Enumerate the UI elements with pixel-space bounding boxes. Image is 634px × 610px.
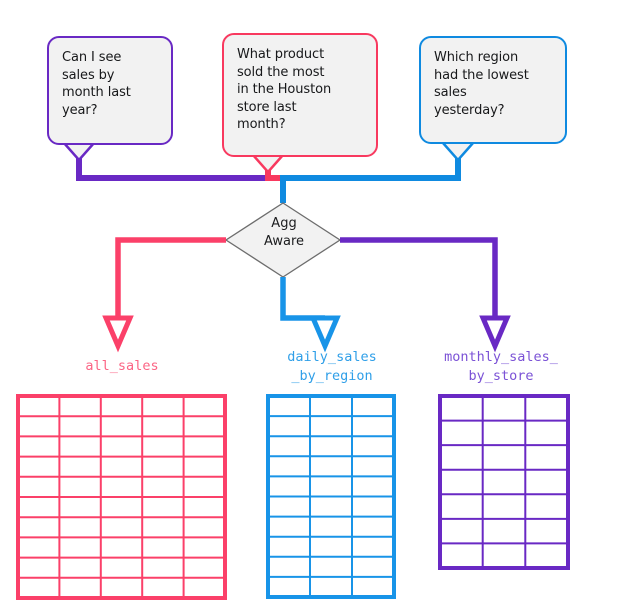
- bubble-tail-region-icon: [442, 142, 474, 162]
- table-gridlines: [268, 396, 394, 597]
- question-bubble-region[interactable]: Which region had the lowest sales yester…: [419, 36, 567, 144]
- table-label-all-sales: all_sales: [85, 358, 159, 374]
- edge-decision-to-daily-sales: [280, 277, 325, 321]
- table-gridlines: [18, 396, 225, 598]
- edge-group-to-tables: [102, 237, 511, 353]
- arrowhead-monthly-sales-icon: [479, 315, 511, 353]
- decision-node-agg-aware[interactable]: [224, 202, 342, 278]
- table-daily-sales-by-region[interactable]: [266, 394, 396, 599]
- table-gridlines: [440, 396, 568, 568]
- arrowhead-daily-sales-icon: [309, 315, 341, 353]
- table-label-monthly-sales-by-store: monthly_sales_ by_store: [444, 349, 558, 384]
- edge-decision-to-all-sales: [115, 237, 226, 318]
- edge-region-to-decision: [280, 152, 461, 203]
- arrowhead-all-sales-icon: [102, 315, 134, 353]
- diamond-shape: [224, 202, 342, 278]
- edge-decision-to-monthly-sales: [340, 237, 498, 318]
- question-bubble-month[interactable]: Can I see sales by month last year?: [47, 36, 173, 145]
- table-monthly-sales-by-store[interactable]: [438, 394, 570, 570]
- bubble-tail-group: [63, 142, 474, 174]
- bubble-tail-month-icon: [63, 142, 95, 162]
- table-all-sales[interactable]: [16, 394, 227, 600]
- table-label-daily-sales-by-region: daily_sales _by_region: [287, 349, 377, 384]
- question-bubble-product[interactable]: What product sold the most in the Housto…: [222, 33, 378, 157]
- bubble-tail-product-icon: [252, 154, 284, 174]
- table-outline: [438, 394, 570, 570]
